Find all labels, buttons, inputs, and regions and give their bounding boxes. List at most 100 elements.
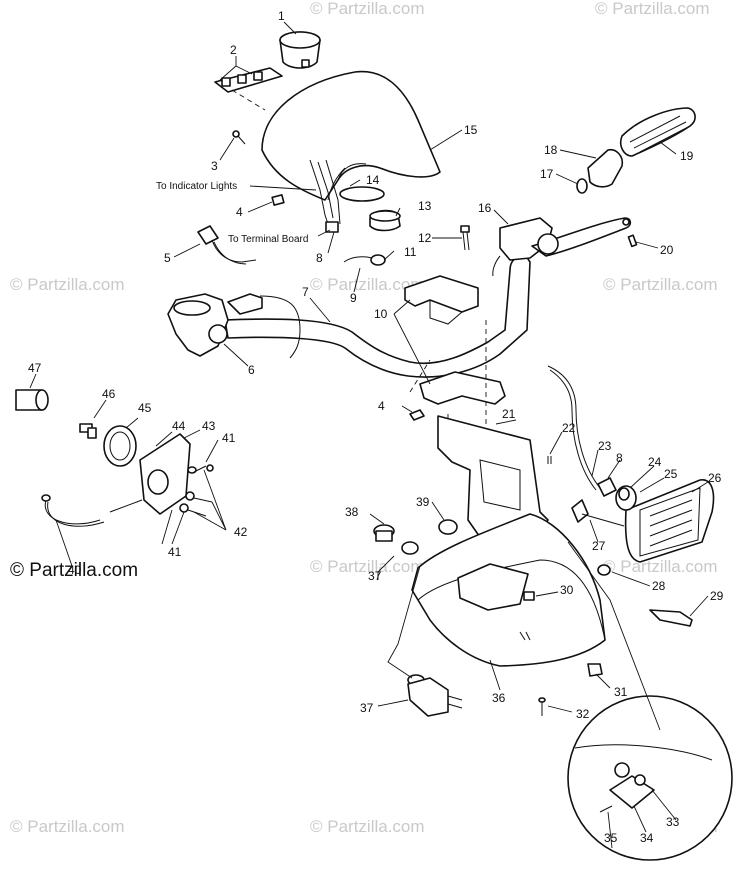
indicator-strip [214, 67, 283, 111]
nut-4 [271, 194, 285, 206]
tube-47 [15, 389, 49, 411]
wire [317, 161, 334, 219]
callout-21: 21 [502, 407, 516, 421]
pin-22 [547, 456, 552, 464]
callout-41b: 41 [168, 545, 182, 559]
screw-32 [538, 697, 546, 716]
watermark: © Partzilla.com [10, 817, 125, 836]
watermark: © Partzilla.com [310, 817, 425, 836]
callout-4b: 4 [378, 399, 385, 413]
watermark: © Partzilla.com [595, 0, 710, 18]
headlight-pod [261, 70, 441, 201]
callout-37: 37 [360, 701, 374, 715]
callout-9: 9 [350, 291, 357, 305]
note-indicator-lights: To Indicator Lights [156, 181, 237, 192]
nut-30 [523, 591, 535, 601]
connector [325, 221, 339, 233]
headlight-wire [547, 365, 601, 489]
callout-41: 41 [222, 431, 236, 445]
screw-3 [232, 130, 246, 145]
callout-37b: 37 [368, 569, 382, 583]
adjuster-27 [571, 499, 625, 527]
callout-18: 18 [544, 143, 558, 157]
screw-20 [627, 234, 638, 248]
lower-cowl [411, 513, 606, 667]
callout-29: 29 [710, 589, 724, 603]
callout-14: 14 [366, 173, 380, 187]
switch-37 [407, 674, 463, 717]
watermark: © Partzilla.com [10, 275, 125, 294]
switch-ring-39 [438, 519, 458, 535]
wire [325, 159, 341, 225]
callout-43: 43 [202, 419, 216, 433]
inset-leader [567, 541, 661, 731]
callout-19: 19 [680, 149, 694, 163]
callout-8b: 8 [616, 451, 623, 465]
callout-6: 6 [248, 363, 255, 377]
callout-17: 17 [540, 167, 554, 181]
callout-34: 34 [640, 831, 654, 845]
wire-40 [41, 494, 143, 527]
watermark: © Partzilla.com [310, 0, 425, 18]
ring-28 [597, 564, 611, 576]
callout-20: 20 [660, 243, 674, 257]
switch-38 [373, 524, 395, 542]
wire-harness-5 [197, 225, 257, 265]
callout-7: 7 [302, 285, 309, 299]
callout-31: 31 [614, 685, 628, 699]
callout-30: 30 [560, 583, 574, 597]
watermark: © Partzilla.com [603, 557, 718, 576]
callout-28: 28 [652, 579, 666, 593]
handlebar-clamp-lower [419, 371, 506, 405]
brake-master-cylinder-right [492, 217, 632, 277]
switch-11 [370, 254, 386, 266]
screws-41-42 [179, 464, 214, 517]
callout-26: 26 [708, 471, 722, 485]
callouts: 1 2 3 4 5 6 7 8 9 10 11 12 13 14 15 16 1… [28, 9, 724, 845]
callout-3: 3 [211, 159, 218, 173]
headlight-housing [624, 479, 715, 563]
callout-47: 47 [28, 361, 42, 375]
callout-36: 36 [492, 691, 506, 705]
bulb-ring [339, 186, 385, 202]
bolt-12 [460, 225, 470, 251]
callout-5: 5 [164, 251, 171, 265]
callout-46: 46 [102, 387, 116, 401]
bulb-ring-24 [618, 487, 630, 501]
bulb-socket-rim [369, 210, 401, 222]
callout-8: 8 [316, 251, 323, 265]
callout-42: 42 [234, 525, 248, 539]
callout-10: 10 [374, 307, 388, 321]
callout-44: 44 [172, 419, 186, 433]
callout-25: 25 [664, 467, 678, 481]
gauge-cup [279, 31, 321, 69]
watermark-prominent: © Partzilla.com [10, 560, 138, 581]
leader-lines [29, 21, 709, 849]
grommet-29 [649, 609, 693, 627]
switch-nut [401, 541, 419, 555]
callout-22: 22 [562, 421, 576, 435]
callout-24: 24 [648, 455, 662, 469]
callout-45: 45 [138, 401, 152, 415]
callout-4: 4 [236, 205, 243, 219]
callout-33: 33 [666, 815, 680, 829]
clip-31 [587, 663, 603, 677]
bulb-socket-8 [597, 477, 617, 497]
assembly-line [409, 359, 431, 393]
callout-23: 23 [598, 439, 612, 453]
callout-27: 27 [592, 539, 606, 553]
callout-16: 16 [478, 201, 492, 215]
callout-13: 13 [418, 199, 432, 213]
fitting-46 [79, 423, 97, 439]
brake-master-cylinder-left [167, 293, 301, 359]
bezel-45 [103, 425, 137, 467]
callout-32: 32 [576, 707, 590, 721]
watermark: © Partzilla.com [603, 275, 718, 294]
watermark: © Partzilla.com [310, 275, 425, 294]
watermark: © Partzilla.com [310, 557, 425, 576]
callout-40: 40 [68, 563, 82, 577]
callout-35: 35 [604, 831, 618, 845]
callout-2: 2 [230, 43, 237, 57]
